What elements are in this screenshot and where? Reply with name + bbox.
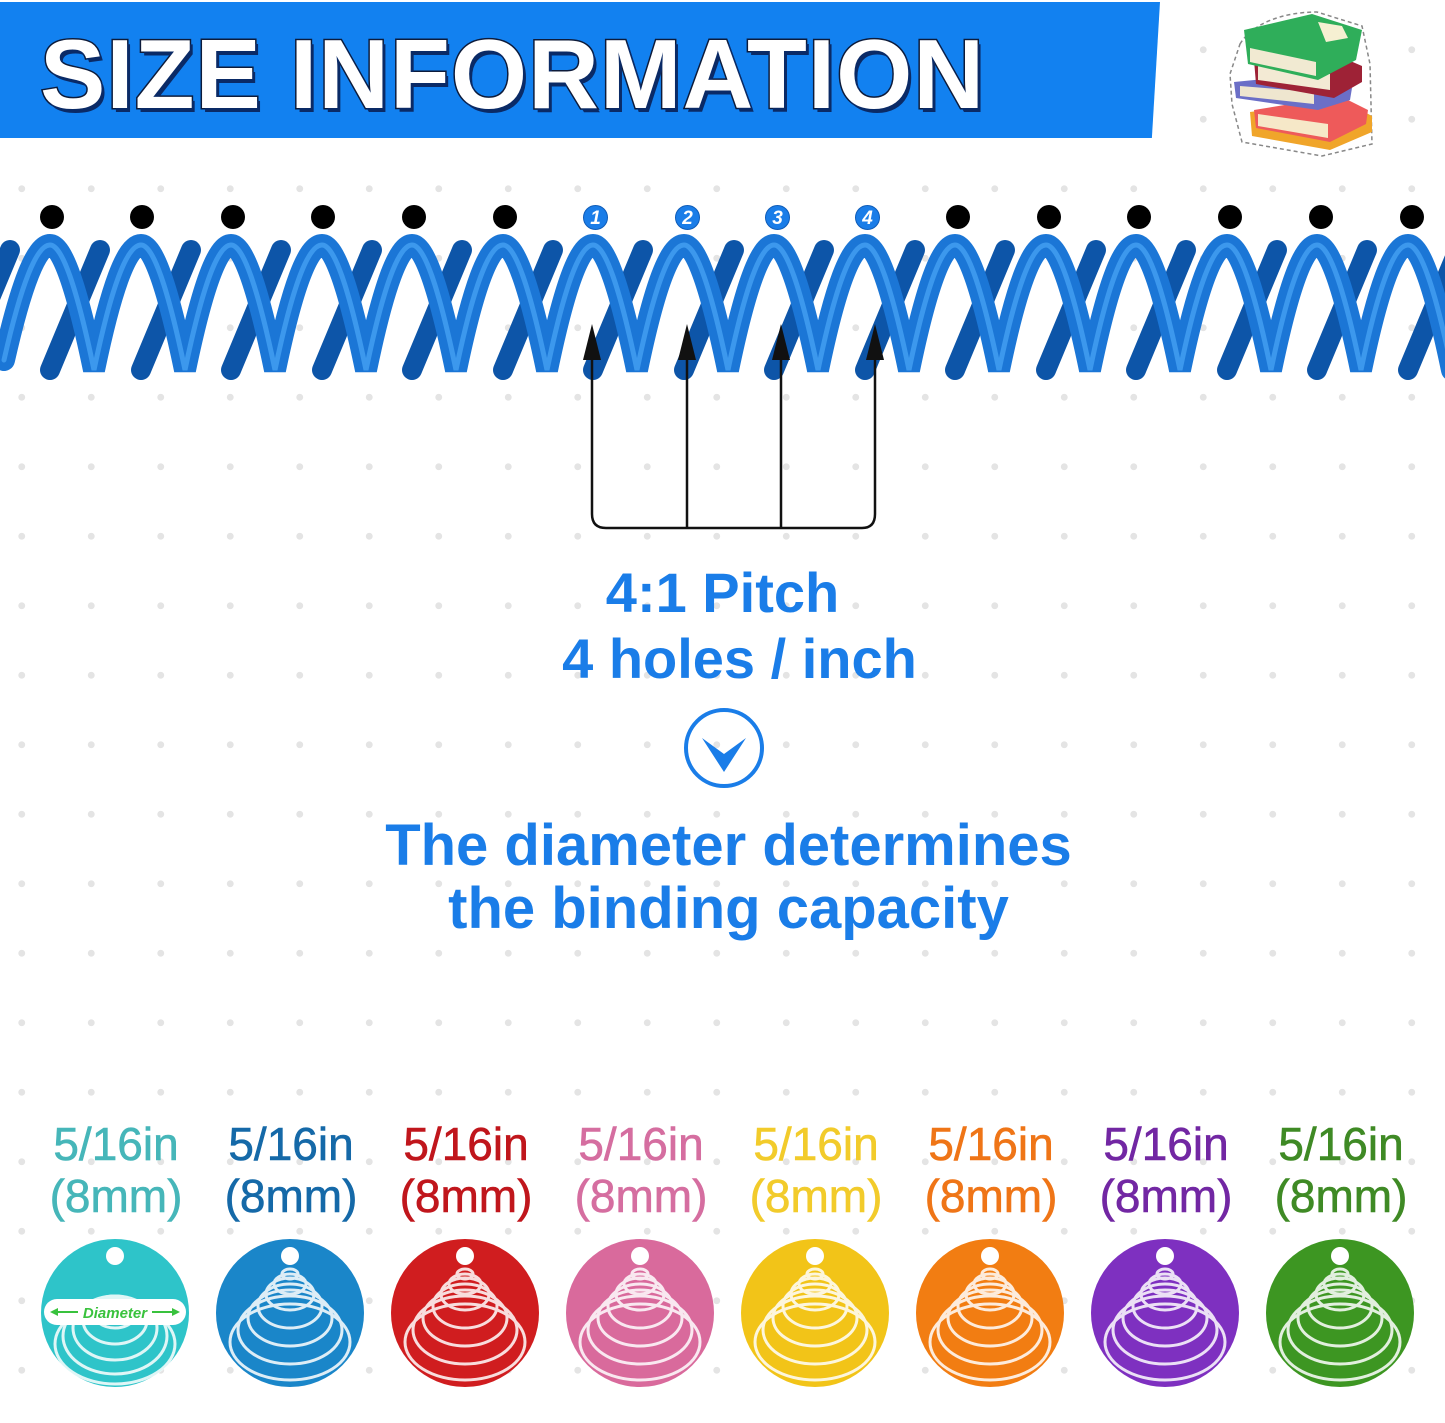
coil-ring-icon: [741, 1239, 889, 1387]
diameter-label: Diameter: [83, 1305, 148, 1322]
hole-dot: [1309, 205, 1333, 229]
size-option-purple: 5/16in (8mm): [1080, 1118, 1252, 1387]
spiral-coil-diagram: 1 2 3 4: [0, 190, 1445, 400]
coil-ring-icon: [916, 1239, 1064, 1387]
size-mm-label: (8mm): [224, 1170, 358, 1223]
size-mm-label: (8mm): [1099, 1170, 1233, 1223]
size-option-pink: 5/16in (8mm): [555, 1118, 727, 1387]
hole-dot: [311, 205, 335, 229]
hole-dot: [402, 205, 426, 229]
size-mm-label: (8mm): [1274, 1170, 1408, 1223]
size-option-blue: 5/16in (8mm): [205, 1118, 377, 1387]
page-title: SIZE INFORMATION: [38, 18, 986, 131]
hole-dot: [40, 205, 64, 229]
coil-ring-icon: [216, 1239, 364, 1387]
coil-ring-icon: [1091, 1239, 1239, 1387]
size-inch-label: 5/16in: [1103, 1118, 1229, 1171]
size-inch-label: 5/16in: [928, 1118, 1054, 1171]
size-options-row: 5/16in (8mm) Diameter 5/16in (8mm): [30, 1118, 1430, 1408]
arrow-up-icon: [583, 324, 601, 360]
hole-dot: [493, 205, 517, 229]
size-mm-label: (8mm): [49, 1170, 183, 1223]
hole-dot: [946, 205, 970, 229]
hole-number-3: 3: [765, 205, 790, 230]
hole-dot: [221, 205, 245, 229]
size-mm-label: (8mm): [749, 1170, 883, 1223]
spiral-coil-icon: [0, 233, 1445, 380]
size-inch-label: 5/16in: [228, 1118, 354, 1171]
size-mm-label: (8mm): [574, 1170, 708, 1223]
size-mm-label: (8mm): [399, 1170, 533, 1223]
book-stack-icon: [1229, 11, 1373, 157]
chevron-down-circle-icon: [684, 708, 764, 788]
size-option-teal: 5/16in (8mm) Diameter: [30, 1118, 202, 1387]
size-option-orange: 5/16in (8mm): [905, 1118, 1077, 1387]
hole-number-4: 4: [855, 205, 880, 230]
pitch-title: 4:1 Pitch: [605, 561, 840, 624]
size-inch-label: 5/16in: [53, 1118, 179, 1171]
coil-ring-icon: [566, 1239, 714, 1387]
hole-dot: [130, 205, 154, 229]
hole-number-1: 1: [583, 205, 608, 230]
size-option-red: 5/16in (8mm): [380, 1118, 552, 1387]
coil-ring-icon: [1266, 1239, 1414, 1387]
size-mm-label: (8mm): [924, 1170, 1058, 1223]
pitch-subtitle: 4 holes / inch: [562, 627, 917, 690]
hole-dot: [1218, 205, 1242, 229]
diameter-note-line2: the binding capacity: [448, 876, 1009, 941]
header-banner: [0, 2, 1160, 138]
diameter-note-line1: The diameter determines: [385, 813, 1072, 878]
hole-dot: [1037, 205, 1061, 229]
size-inch-label: 5/16in: [753, 1118, 879, 1171]
hole-dot: [1127, 205, 1151, 229]
pitch-arrows-bracket: [583, 324, 884, 530]
size-option-green: 5/16in (8mm): [1255, 1118, 1427, 1387]
size-inch-label: 5/16in: [1278, 1118, 1404, 1171]
hole-number-2: 2: [675, 205, 700, 230]
size-inch-label: 5/16in: [578, 1118, 704, 1171]
coil-ring-icon: Diameter: [41, 1239, 189, 1387]
arrow-up-icon: [772, 324, 790, 360]
size-inch-label: 5/16in: [403, 1118, 529, 1171]
size-option-yellow: 5/16in (8mm): [730, 1118, 902, 1387]
coil-ring-icon: [391, 1239, 539, 1387]
hole-dot: [1400, 205, 1424, 229]
arrow-up-icon: [678, 324, 696, 360]
arrow-up-icon: [866, 324, 884, 360]
